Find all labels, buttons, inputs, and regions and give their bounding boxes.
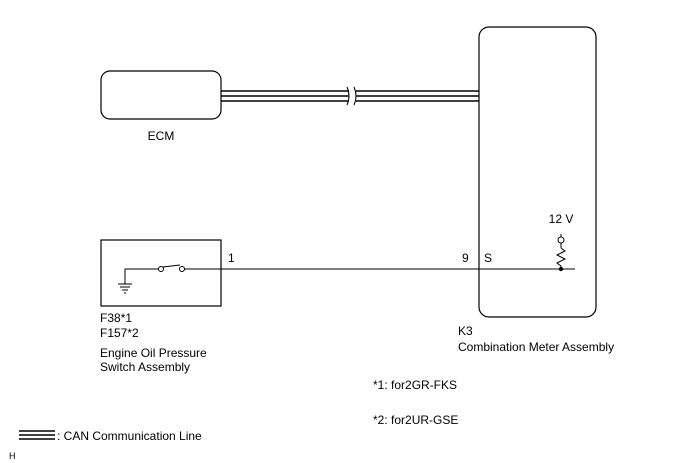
ground-icon xyxy=(118,268,159,294)
switch-contact-icon xyxy=(158,264,185,272)
combination-meter-box xyxy=(478,26,597,318)
meter-name: Combination Meter Assembly xyxy=(458,340,614,354)
note-2: *2: for2UR-GSE xyxy=(373,413,458,427)
meter-pin-name: S xyxy=(484,251,492,265)
switch-pin-number: 1 xyxy=(228,251,235,265)
ecm-label: ECM xyxy=(148,129,175,143)
can-line-icon xyxy=(19,430,55,440)
oil-pressure-switch-box xyxy=(100,239,222,307)
oil-pressure-switch-component: 1 F38*1 F157*2 Engine Oil Pressure Switc… xyxy=(100,239,235,374)
meter-pin-number: 9 xyxy=(462,251,469,265)
ecm-box xyxy=(100,70,222,120)
resistor-icon xyxy=(555,247,567,267)
combination-meter-component: K3 Combination Meter Assembly 12 V 9 S xyxy=(458,26,614,354)
meter-code: K3 xyxy=(458,324,473,338)
switch-code-2: F157*2 xyxy=(100,326,139,340)
legend-can-label: : CAN Communication Line xyxy=(57,429,202,443)
supply-terminal-icon xyxy=(557,236,565,244)
supply-voltage-label: 12 V xyxy=(549,212,574,226)
switch-code-1: F38*1 xyxy=(100,311,132,325)
ecm-component: ECM xyxy=(100,70,222,143)
note-1: *1: for2GR-FKS xyxy=(373,378,457,392)
legend-can: : CAN Communication Line xyxy=(19,429,202,443)
switch-name-line2: Switch Assembly xyxy=(100,360,190,374)
switch-name-line1: Engine Oil Pressure xyxy=(100,346,207,360)
corner-mark: H xyxy=(9,451,16,461)
can-bus-line xyxy=(221,86,479,106)
